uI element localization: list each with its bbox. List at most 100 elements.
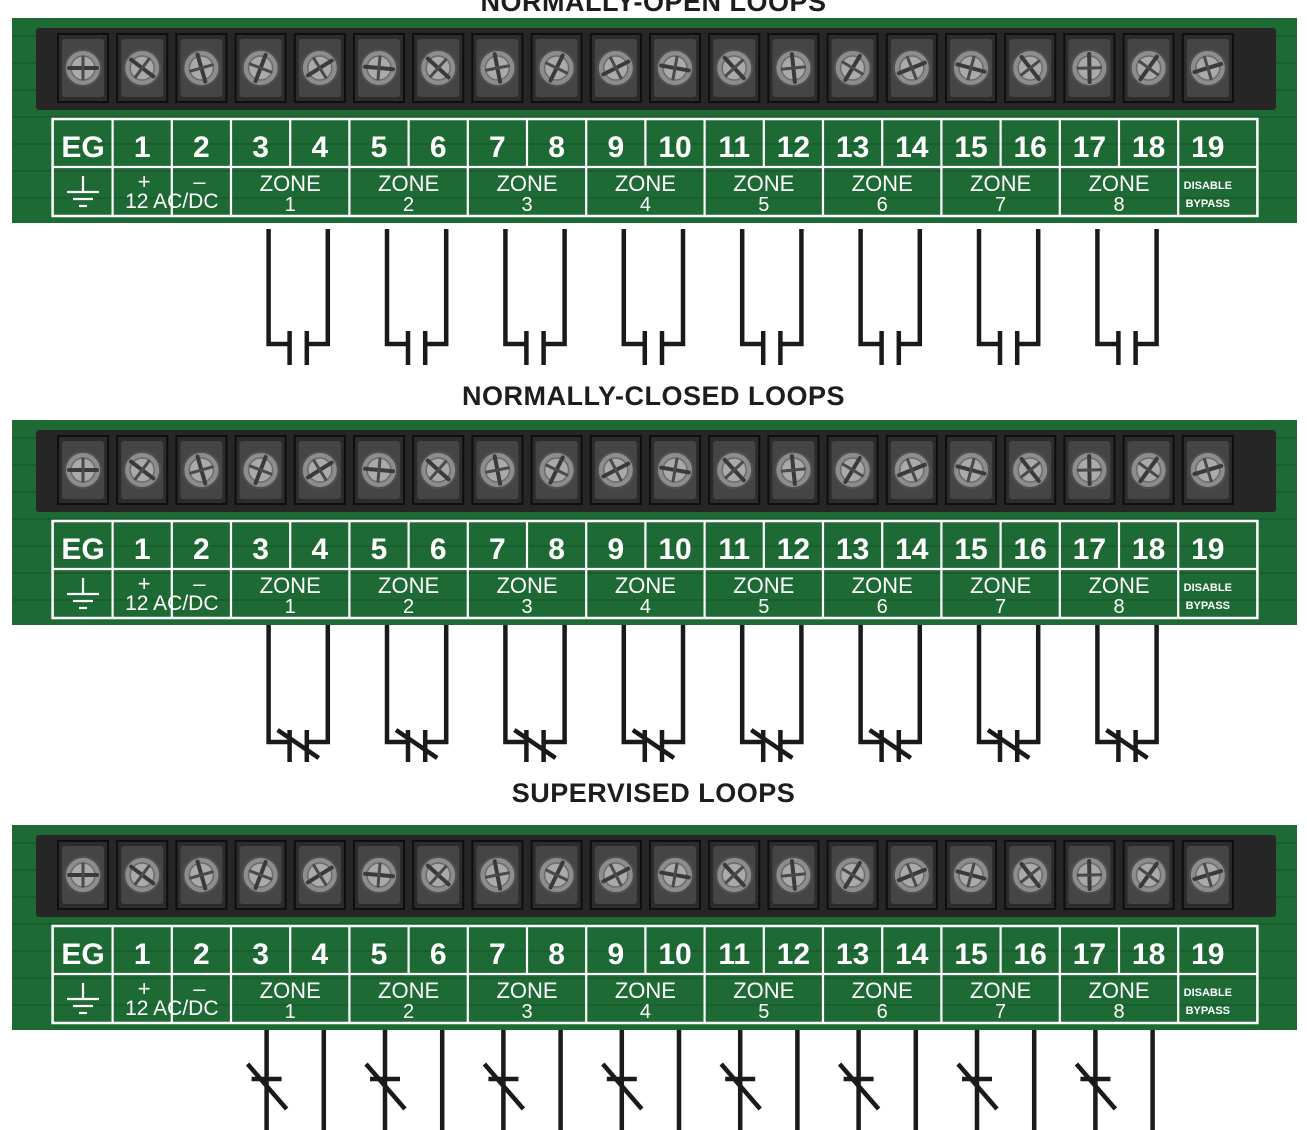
zone-number: 8	[1113, 596, 1124, 618]
terminal-number: 5	[371, 938, 388, 971]
normally-open-loop-6	[858, 229, 923, 365]
terminal-screw-icon	[1004, 435, 1057, 505]
terminal-number: 9	[607, 131, 624, 164]
terminal-screw-icon	[1063, 435, 1116, 505]
terminal-number: 15	[954, 533, 987, 566]
normally-closed-loop-3	[503, 625, 567, 762]
terminal-number: 3	[252, 131, 269, 164]
terminal-number: EG	[61, 533, 104, 566]
bypass-label-bypass: BYPASS	[1186, 198, 1230, 210]
terminal-number: 12	[777, 533, 810, 566]
zone-number: 3	[521, 1001, 532, 1023]
terminal-number: 11	[718, 131, 750, 164]
terminal-number: 15	[954, 938, 987, 971]
zone-label: ZONE	[496, 978, 557, 1003]
zone-label: ZONE	[733, 171, 794, 196]
zone-label: ZONE	[378, 573, 439, 598]
terminal-number: 19	[1191, 938, 1224, 971]
zone-number: 1	[285, 1001, 296, 1023]
power-label: 12 AC/DC	[125, 190, 218, 213]
terminal-screw-icon	[589, 435, 642, 505]
zone-label: ZONE	[1088, 573, 1149, 598]
zone-label: ZONE	[733, 978, 794, 1003]
terminal-number: 18	[1132, 131, 1165, 164]
terminal-number: 4	[311, 131, 328, 164]
title-supervised: SUPERVISED LOOPS	[511, 778, 796, 808]
terminal-screw-icon	[530, 435, 583, 505]
terminal-screw-icon	[589, 840, 642, 910]
terminal-screw-icon	[353, 33, 405, 103]
terminal-screw-icon	[234, 33, 287, 103]
terminal-screw-icon	[589, 33, 642, 103]
terminal-number: 12	[777, 938, 810, 971]
terminal-number: 19	[1191, 533, 1224, 566]
zone-label: ZONE	[615, 573, 676, 598]
zone-label: ZONE	[1088, 171, 1149, 196]
power-plus-label: +	[138, 976, 151, 1001]
bypass-label-disable: DISABLE	[1184, 180, 1232, 192]
terminal-screw-icon	[826, 840, 879, 910]
terminal-screw-icon	[57, 435, 109, 505]
terminal-screw-icon	[767, 840, 820, 910]
ground-symbol-icon	[67, 578, 99, 610]
terminal-screw-icon	[708, 840, 761, 910]
normally-open-loop-4	[621, 229, 686, 365]
terminal-screw-icon	[234, 840, 287, 910]
supervised-loop-3	[482, 1030, 563, 1130]
terminal-number: 17	[1073, 533, 1106, 566]
zone-number: 2	[403, 194, 414, 216]
terminal-number: 7	[489, 938, 506, 971]
normally-closed-loop-8	[1095, 625, 1159, 762]
terminal-number: EG	[61, 131, 104, 164]
terminal-screw-icon	[471, 435, 524, 505]
zone-label: ZONE	[378, 978, 439, 1003]
terminal-number: 14	[895, 131, 929, 164]
zone-number: 6	[877, 596, 888, 618]
terminal-screw-icon	[649, 33, 701, 103]
zone-number: 7	[995, 1001, 1006, 1023]
bypass-label-disable: DISABLE	[1184, 582, 1232, 594]
normally-closed-loop-4	[621, 625, 686, 762]
terminal-screw-icon	[116, 33, 169, 103]
terminal-screw-icon	[116, 840, 169, 910]
zone-number: 3	[521, 596, 532, 618]
bypass-label-bypass: BYPASS	[1186, 1005, 1230, 1017]
terminal-screw-icon	[412, 435, 465, 505]
terminal-number: 6	[430, 938, 447, 971]
terminal-screw-icon	[293, 435, 346, 505]
terminal-number: 1	[134, 938, 151, 971]
zone-label: ZONE	[260, 171, 321, 196]
title-normally-open: NORMALLY-OPEN LOOPS	[480, 0, 827, 17]
terminal-number: 10	[658, 533, 691, 566]
terminal-screw-icon	[945, 840, 997, 910]
normally-closed-loop-6	[858, 625, 923, 762]
terminal-number: 5	[371, 131, 388, 164]
terminal-number: 14	[895, 533, 929, 566]
zone-label: ZONE	[1088, 978, 1149, 1003]
zone-label: ZONE	[496, 171, 557, 196]
power-minus-label: –	[193, 976, 206, 1001]
terminal-screw-icon	[826, 435, 879, 505]
supervised-loop-5	[719, 1030, 800, 1130]
terminal-number: 2	[193, 533, 210, 566]
supervised-loop-6	[837, 1030, 919, 1130]
terminal-screw-icon	[471, 840, 524, 910]
terminal-number: 13	[836, 938, 869, 971]
ground-symbol-icon	[67, 176, 99, 208]
terminal-number: EG	[61, 938, 104, 971]
terminal-screw-icon	[175, 435, 228, 505]
terminal-number: 8	[548, 131, 565, 164]
zone-label: ZONE	[615, 171, 676, 196]
terminal-screw-icon	[1181, 33, 1234, 103]
terminal-screw-icon	[1004, 840, 1057, 910]
zone-number: 6	[877, 1001, 888, 1023]
normally-closed-loop-5	[739, 625, 804, 762]
normally-open-loop-3	[503, 229, 567, 365]
terminal-screw-icon	[708, 33, 761, 103]
terminal-screw-icon	[175, 840, 228, 910]
zone-number: 5	[758, 1001, 769, 1023]
terminal-number: 3	[252, 938, 269, 971]
